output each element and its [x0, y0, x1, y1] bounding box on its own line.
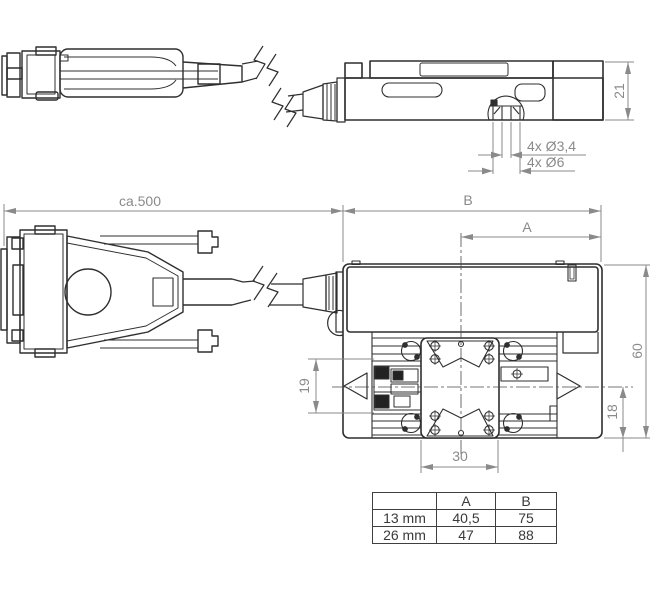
drive-mechanism	[373, 365, 422, 411]
table-cell-a: 47	[436, 526, 496, 544]
dim-label-inner-width: 19	[296, 378, 312, 394]
dim-label-platform-width: 30	[452, 448, 468, 464]
centerlines	[332, 233, 633, 455]
dim-cable-length	[3, 204, 344, 262]
table-cell-variant: 13 mm	[372, 509, 437, 527]
cable-break-icon	[253, 45, 266, 80]
limit-plate	[500, 366, 558, 422]
dim-axis-to-edge	[619, 387, 627, 452]
table-cell-b: 75	[495, 509, 557, 527]
travel-arrow-left-icon	[343, 372, 368, 400]
dim-label-side-height: 21	[611, 83, 627, 99]
dim-mounting-holes	[468, 122, 586, 175]
dim-inner-width	[308, 358, 374, 414]
platform-holes	[429, 340, 495, 437]
cable-break-icon	[252, 265, 265, 301]
mounting-platform	[420, 337, 500, 439]
dim-label-holes-small: 4x Ø3,4	[527, 138, 576, 154]
dim-platform-width	[420, 440, 499, 473]
table-row: 13 mm 40,5 75	[372, 509, 557, 527]
cable-break-icon	[266, 272, 279, 308]
dim-label-body-width: 60	[629, 343, 645, 359]
table-cell-a: 40,5	[436, 509, 496, 527]
dim-label-b: B	[463, 192, 472, 208]
table-cell-b: 88	[495, 526, 557, 544]
dim-body-width	[604, 264, 650, 439]
stage-side-view	[344, 60, 604, 121]
bearings	[400, 340, 524, 434]
counterbore-detail	[487, 95, 525, 121]
table-header-row: A B	[372, 492, 557, 510]
cable-break-icon	[271, 87, 284, 121]
connector-top-view	[0, 225, 244, 358]
stage-top-view	[342, 260, 603, 439]
dim-b	[343, 205, 602, 262]
dim-label-a: A	[522, 219, 532, 235]
thumbscrew-circle	[64, 268, 112, 316]
variant-spec-table: A B 13 mm 40,5 75 26 mm 47 88	[372, 492, 557, 544]
table-header-a: A	[436, 492, 496, 510]
dim-label-axis-to-edge: 18	[604, 404, 620, 420]
table-header-b: B	[495, 492, 557, 510]
table-header-variant	[372, 492, 437, 510]
travel-arrow-right-icon	[556, 372, 581, 400]
table-cell-variant: 26 mm	[372, 526, 437, 544]
table-row: 26 mm 47 88	[372, 526, 557, 544]
cable-side-view	[241, 45, 346, 128]
dim-label-cable-length: ca.500	[119, 193, 161, 209]
plug-dome	[327, 309, 344, 337]
dim-label-holes-counterbore: 4x Ø6	[527, 154, 565, 170]
cable-break-icon	[266, 53, 279, 87]
dim-side-height	[605, 61, 634, 121]
cable-top-view	[242, 265, 345, 337]
connector-side-view	[1, 46, 243, 101]
